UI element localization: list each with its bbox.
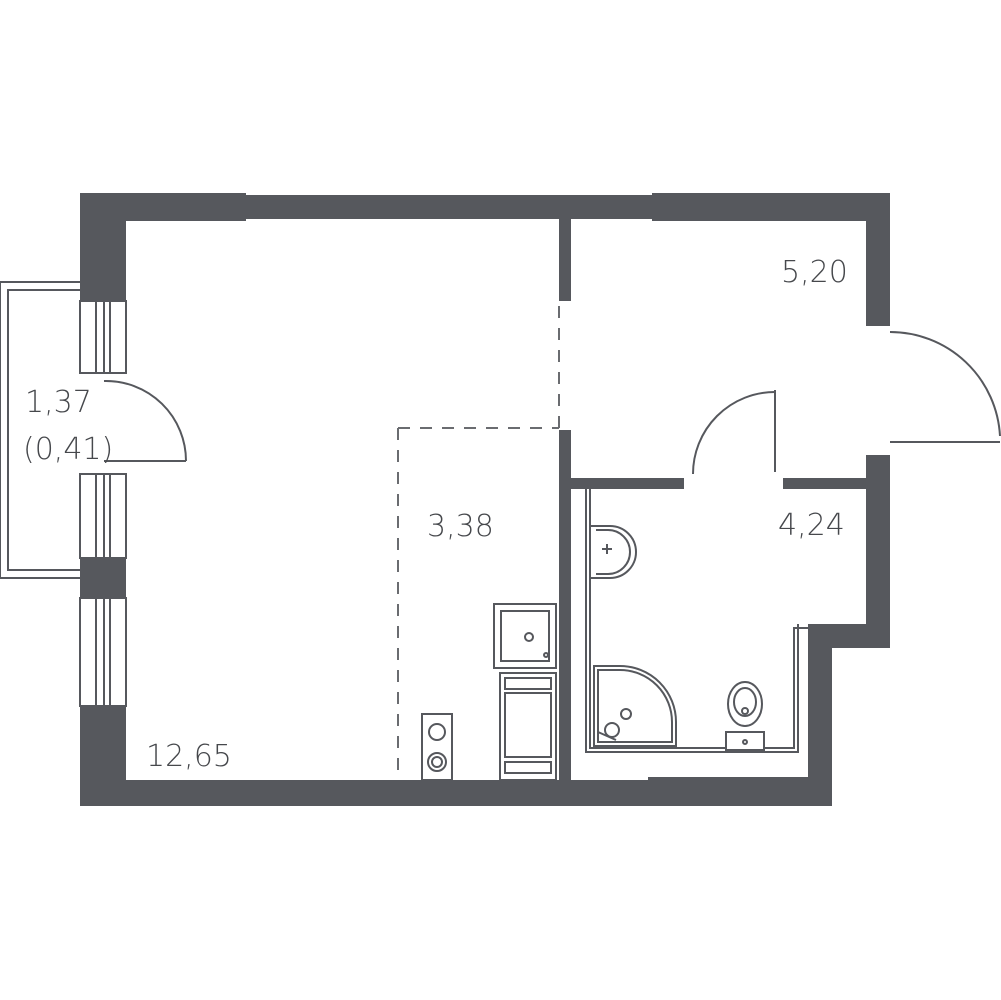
living-room-area-label: 12,65	[146, 739, 232, 774]
kitchen-area-label: 3,38	[427, 509, 494, 544]
window-icon	[79, 473, 127, 559]
door-swing-icon	[889, 330, 1001, 443]
stove-icon	[499, 672, 557, 781]
hall-area-label: 5,20	[781, 255, 848, 290]
door-swing-icon	[692, 390, 776, 475]
window-icon	[79, 597, 127, 707]
sink-icon	[493, 603, 557, 669]
toilet-icon	[725, 681, 765, 751]
exterior-walls	[80, 193, 890, 806]
window-icon	[79, 300, 127, 374]
balcony-area-label: 1,37	[25, 385, 92, 420]
balcony	[0, 281, 80, 579]
washing-machine-icon	[421, 713, 453, 781]
bathroom-area-label: 4,24	[778, 508, 845, 543]
sink-icon	[590, 525, 637, 579]
shower-icon	[593, 665, 677, 747]
interior-walls	[559, 219, 866, 780]
door-swing-icon	[103, 379, 187, 462]
balcony-reduced-area-label: (0,41)	[23, 432, 113, 467]
zone-dividers	[397, 306, 560, 780]
